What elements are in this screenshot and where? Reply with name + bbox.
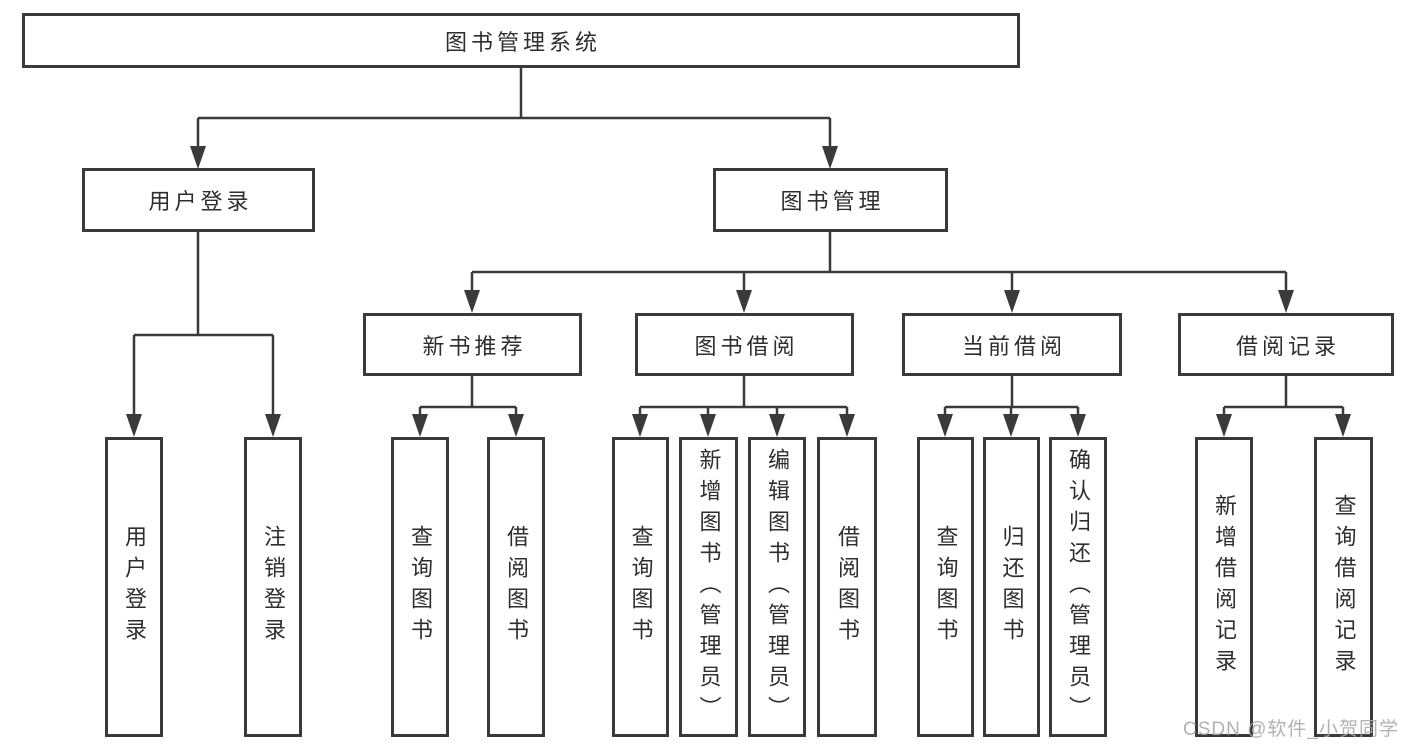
leaf-add-borrow-record-label: 新增借阅记录 [1212, 494, 1237, 680]
leaf-edit-book-admin: 编辑图书（管理员） [748, 437, 806, 737]
leaf-user-login-label: 用户登录 [122, 525, 147, 649]
leaf-query-borrow-record: 查询借阅记录 [1314, 437, 1373, 737]
node-book-management: 图书管理 [713, 168, 948, 232]
leaf-query-books-recommend: 查询图书 [391, 437, 449, 737]
node-new-book-recommend: 新书推荐 [363, 313, 582, 376]
leaf-confirm-return-admin-label: 确认归还（管理员） [1066, 447, 1091, 727]
leaf-return-book-label: 归还图书 [999, 525, 1025, 649]
leaf-add-book-admin-label: 新增图书（管理员） [696, 447, 722, 727]
leaf-add-book-admin: 新增图书（管理员） [679, 437, 738, 737]
leaf-user-login: 用户登录 [105, 437, 163, 737]
leaf-return-book: 归还图书 [983, 437, 1040, 737]
node-book-borrow: 图书借阅 [635, 313, 854, 376]
csdn-watermark: CSDN @软件_小贺同学 [1183, 719, 1399, 740]
node-borrow-records: 借阅记录 [1178, 313, 1394, 376]
node-borrow-records-label: 借阅记录 [1235, 333, 1340, 359]
leaf-borrow-books-2: 借阅图书 [817, 437, 877, 737]
leaf-borrow-books-recommend: 借阅图书 [487, 437, 545, 737]
node-user-login: 用户登录 [82, 168, 315, 232]
leaf-add-borrow-record: 新增借阅记录 [1195, 437, 1253, 737]
leaf-edit-book-admin-label: 编辑图书（管理员） [765, 447, 790, 727]
leaf-logout: 注销登录 [244, 437, 302, 737]
leaf-logout-label: 注销登录 [261, 525, 286, 649]
leaf-query-books-current: 查询图书 [917, 437, 974, 737]
node-new-book-recommend-label: 新书推荐 [422, 333, 527, 359]
leaf-confirm-return-admin: 确认归还（管理员） [1049, 437, 1107, 737]
node-library-system-label: 图书管理系统 [444, 29, 601, 55]
node-book-borrow-label: 图书借阅 [694, 333, 799, 359]
leaf-borrow-books-recommend-label: 借阅图书 [504, 525, 529, 649]
node-user-login-label: 用户登录 [148, 189, 253, 214]
node-current-borrow-label: 当前借阅 [961, 333, 1066, 359]
leaf-query-books-borrow: 查询图书 [612, 437, 669, 737]
leaf-query-books-recommend-label: 查询图书 [408, 525, 433, 649]
leaf-query-books-borrow-label: 查询图书 [628, 525, 654, 649]
node-library-system: 图书管理系统 [22, 13, 1020, 68]
leaf-borrow-books-2-label: 借阅图书 [835, 525, 860, 649]
leaf-query-books-current-label: 查询图书 [933, 525, 959, 649]
node-book-management-label: 图书管理 [780, 189, 885, 214]
node-current-borrow: 当前借阅 [902, 313, 1122, 376]
leaf-query-borrow-record-label: 查询借阅记录 [1331, 494, 1357, 680]
